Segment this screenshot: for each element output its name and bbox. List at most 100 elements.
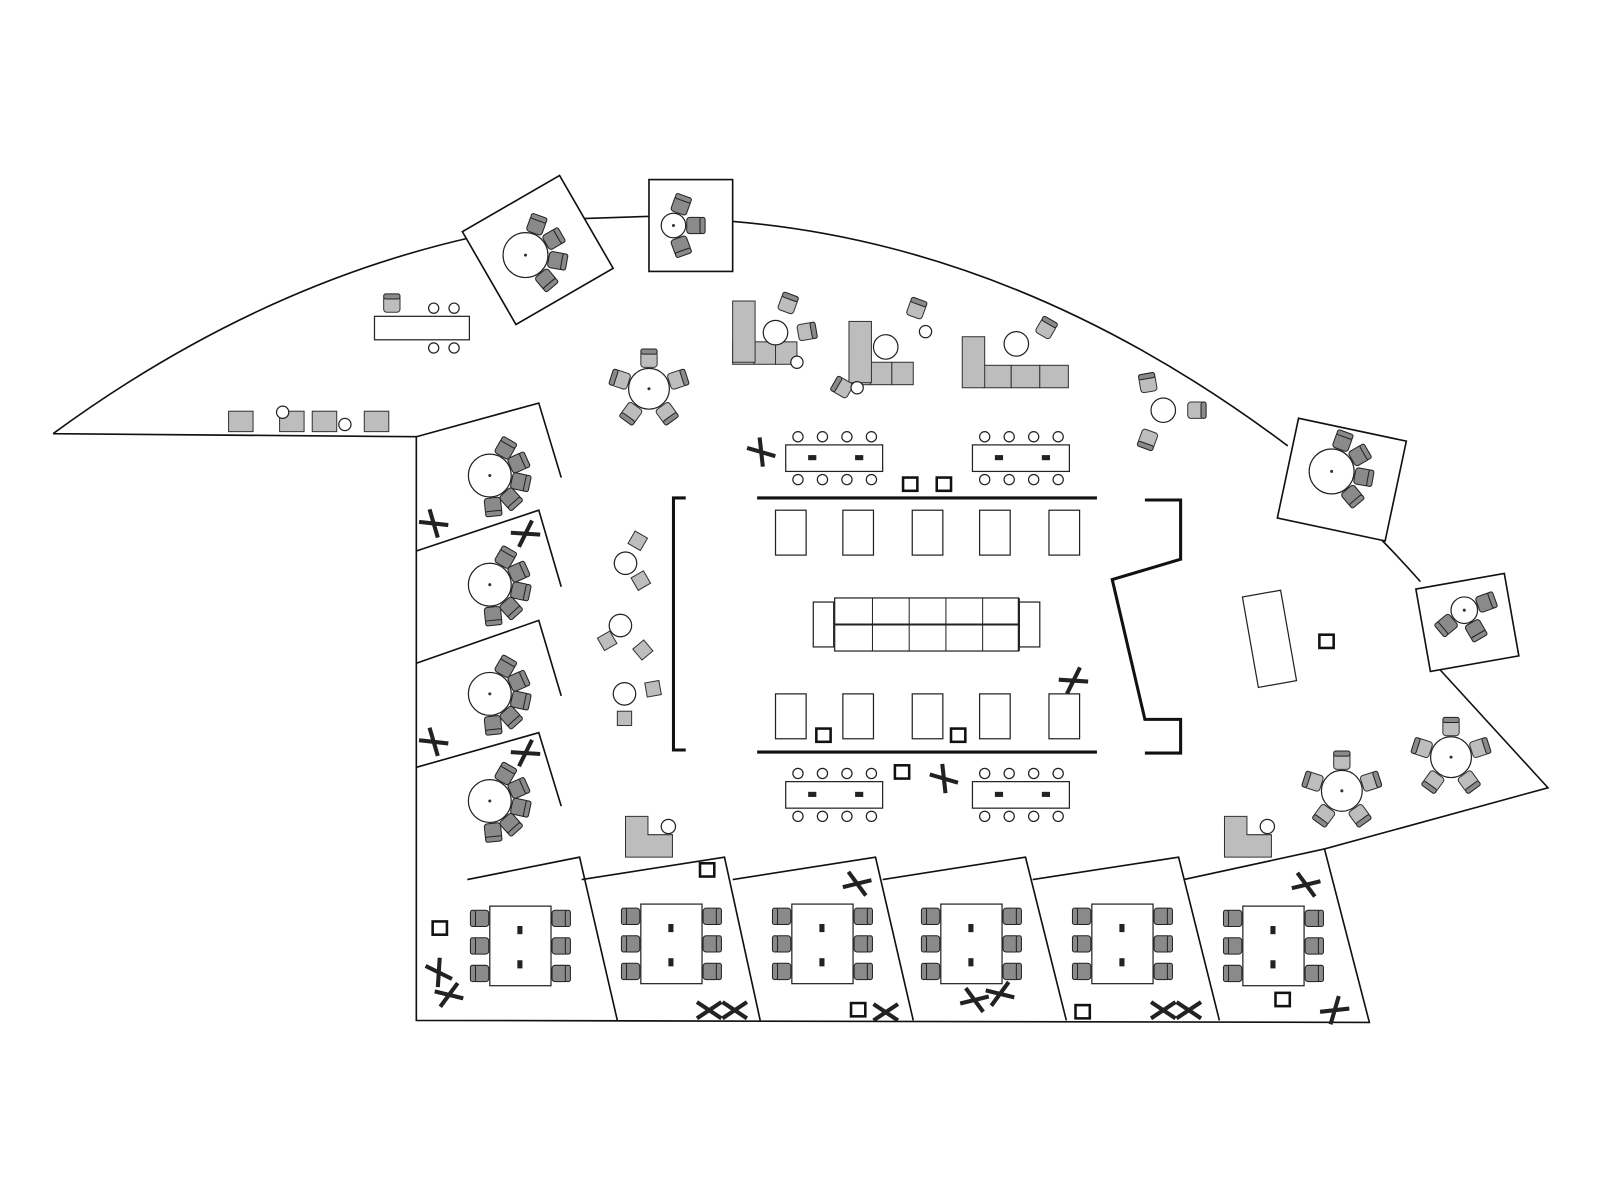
sofa-arm-section bbox=[848, 320, 872, 384]
chair bbox=[1304, 964, 1324, 983]
side-table bbox=[1027, 767, 1040, 780]
chair bbox=[1410, 737, 1433, 758]
table-center bbox=[488, 799, 492, 803]
chair bbox=[469, 909, 490, 928]
chair-back bbox=[1333, 750, 1351, 757]
chair-back bbox=[674, 247, 692, 258]
power-outlet bbox=[968, 958, 974, 967]
side-table bbox=[978, 473, 991, 486]
sofa-segment bbox=[982, 364, 1012, 389]
side-table bbox=[762, 319, 789, 346]
chair bbox=[702, 907, 722, 925]
side-table bbox=[448, 342, 460, 354]
chair bbox=[1333, 750, 1351, 770]
long-table bbox=[1241, 589, 1298, 689]
chair bbox=[469, 964, 490, 983]
power-outlet bbox=[808, 791, 817, 797]
chair-back bbox=[1015, 962, 1022, 981]
chair bbox=[906, 296, 928, 320]
chair-back bbox=[519, 777, 531, 794]
sofa-segment bbox=[753, 341, 777, 365]
chair bbox=[1187, 401, 1207, 419]
power-outlet bbox=[855, 455, 864, 461]
chair-back bbox=[1166, 907, 1173, 925]
side-table bbox=[978, 810, 991, 823]
chair-back bbox=[1481, 737, 1492, 755]
chair bbox=[1071, 935, 1092, 953]
chair bbox=[494, 436, 518, 460]
chair-back bbox=[469, 937, 477, 955]
chair-back bbox=[485, 509, 503, 518]
chair-back bbox=[507, 496, 523, 511]
table-center bbox=[671, 223, 675, 228]
chair-legs bbox=[1291, 871, 1321, 898]
chair-back bbox=[1336, 429, 1354, 440]
table-center bbox=[1340, 789, 1344, 793]
chair-back bbox=[383, 293, 401, 300]
chair bbox=[1304, 909, 1324, 928]
cafe-chair bbox=[596, 630, 618, 652]
stacked-chairs bbox=[842, 870, 872, 897]
side-table bbox=[850, 381, 864, 395]
side-table bbox=[792, 767, 804, 780]
chair-back bbox=[809, 321, 818, 339]
power-outlet bbox=[517, 960, 523, 969]
chair bbox=[771, 935, 792, 953]
storage-box bbox=[901, 476, 919, 493]
power-outlet bbox=[517, 926, 523, 935]
meeting-table bbox=[489, 905, 552, 987]
chair bbox=[483, 715, 503, 736]
side-table bbox=[1259, 818, 1276, 835]
chair-legs bbox=[1149, 1000, 1177, 1021]
side-table bbox=[865, 431, 878, 443]
side-table bbox=[816, 473, 829, 486]
chair bbox=[1359, 770, 1383, 792]
chair-back bbox=[507, 606, 523, 621]
storage-box bbox=[1274, 991, 1292, 1008]
chair-legs bbox=[746, 437, 776, 467]
chair-back bbox=[910, 296, 928, 308]
chair bbox=[670, 193, 692, 216]
chair bbox=[483, 822, 503, 843]
storage-box bbox=[1318, 633, 1335, 650]
chair-legs bbox=[424, 957, 453, 988]
chair-back bbox=[485, 835, 503, 843]
chair bbox=[853, 935, 873, 953]
bench-desk bbox=[971, 781, 1070, 809]
corner-sofa bbox=[1223, 815, 1272, 858]
chair-back bbox=[1071, 907, 1079, 925]
chair bbox=[1153, 935, 1173, 953]
outer-wall bbox=[52, 215, 1550, 1024]
chair bbox=[777, 291, 799, 315]
chair-legs bbox=[872, 1002, 900, 1023]
chair bbox=[1332, 429, 1354, 452]
chair-back bbox=[1166, 962, 1173, 981]
chair bbox=[551, 909, 571, 928]
chair bbox=[667, 368, 690, 390]
side-table bbox=[427, 342, 440, 354]
chair bbox=[1475, 591, 1498, 613]
sofa-arm-section bbox=[732, 300, 756, 363]
chair bbox=[1035, 315, 1058, 340]
chair bbox=[1002, 962, 1022, 981]
side-table bbox=[865, 810, 878, 823]
chair-back bbox=[1410, 737, 1421, 755]
chair-back bbox=[699, 216, 706, 235]
side-table bbox=[1003, 810, 1015, 823]
chair bbox=[499, 705, 523, 730]
corner-sofa bbox=[625, 815, 673, 858]
cafe-chair bbox=[627, 530, 649, 552]
chair-back bbox=[866, 962, 873, 981]
chair-back bbox=[522, 474, 532, 493]
left-room-partitions bbox=[416, 402, 1325, 1021]
side-table bbox=[978, 431, 991, 443]
table-center bbox=[523, 253, 528, 257]
chair bbox=[1464, 619, 1488, 643]
chair-back bbox=[469, 909, 477, 928]
chair-back bbox=[1372, 770, 1383, 788]
side-table bbox=[1003, 331, 1030, 357]
power-outlet bbox=[668, 923, 674, 933]
chair bbox=[620, 935, 641, 953]
power-outlet bbox=[994, 455, 1004, 461]
